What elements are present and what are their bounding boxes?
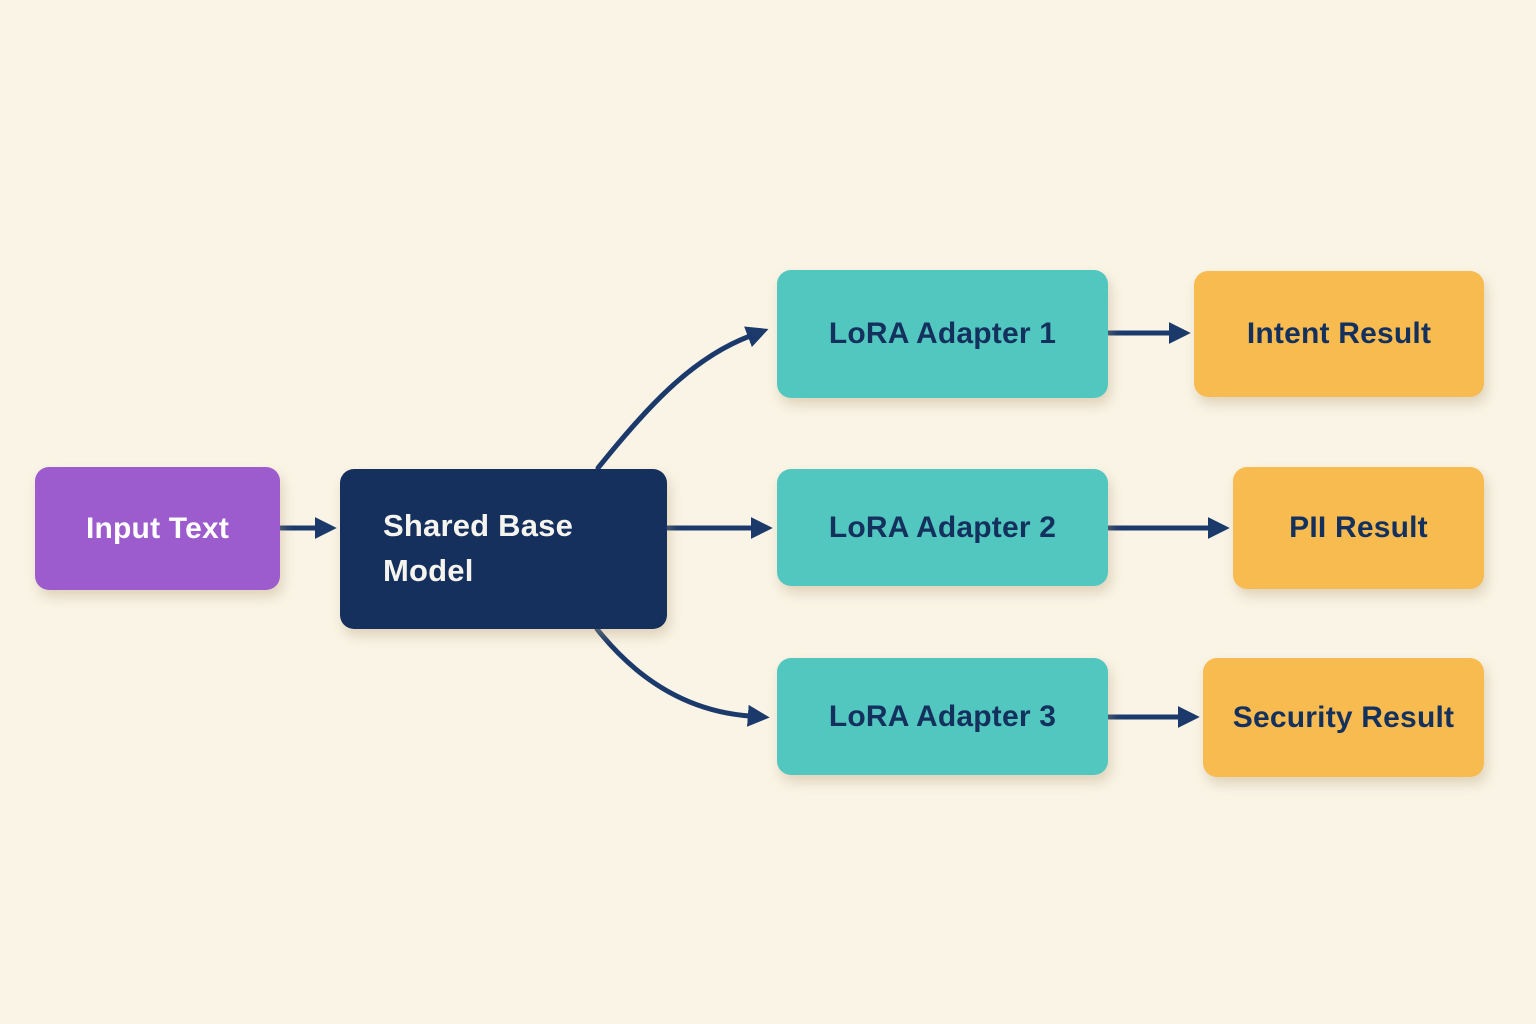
node-input-text-label: Input Text — [85, 511, 230, 545]
node-shared-base-model-label: Shared Base Model — [383, 508, 574, 588]
node-security-result-label: Security Result — [1232, 700, 1455, 734]
node-intent-result-label: Intent Result — [1246, 317, 1432, 350]
node-lora-adapter-2-label: LoRA Adapter 2 — [828, 510, 1057, 544]
node-lora-adapter-1-label: LoRA Adapter 1 — [828, 317, 1057, 350]
edge-base-adapter1 — [595, 326, 769, 471]
node-intent-result[interactable]: Intent Result — [1194, 271, 1484, 397]
node-pii-result[interactable]: PII Result — [1233, 467, 1484, 589]
node-security-result[interactable]: Security Result — [1203, 658, 1484, 777]
node-lora-adapter-1[interactable]: LoRA Adapter 1 — [777, 270, 1108, 398]
edge-base-adapter3 — [594, 626, 770, 727]
node-lora-adapter-3-label: LoRA Adapter 3 — [828, 699, 1057, 733]
node-pii-result-label: PII Result — [1289, 511, 1428, 544]
node-lora-adapter-2[interactable]: LoRA Adapter 2 — [777, 469, 1108, 586]
node-shared-base-model[interactable]: Shared Base Model — [340, 469, 667, 629]
node-lora-adapter-3[interactable]: LoRA Adapter 3 — [777, 658, 1108, 775]
node-input-text[interactable]: Input Text — [35, 467, 280, 590]
